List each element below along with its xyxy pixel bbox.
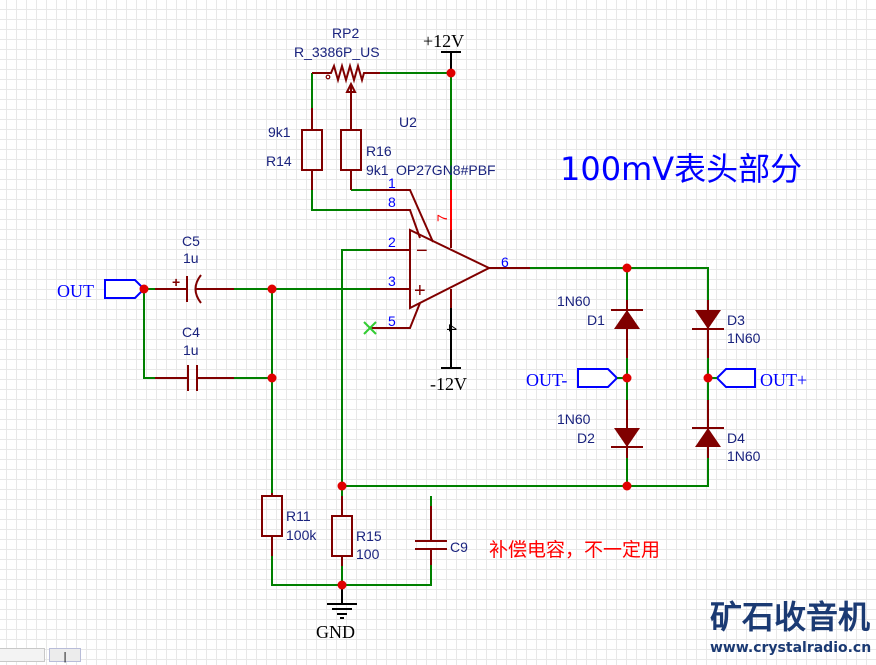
diode-d3[interactable]: D3 1N60 — [692, 300, 761, 358]
capacitor-c4[interactable]: C4 1u — [155, 324, 234, 391]
junction-c5 — [267, 284, 277, 294]
junction-out-minus — [622, 373, 632, 383]
pin-1: 1 — [388, 175, 396, 191]
pin-4: 4 — [444, 324, 460, 332]
pin-2: 2 — [388, 234, 396, 250]
power-negative[interactable]: -12V — [430, 367, 467, 394]
opamp-u2[interactable]: U2 OP27GN8#PBF − + 1 8 2 3 5 6 7 4 — [363, 114, 530, 368]
no-connect-icon — [363, 321, 377, 335]
pin-5: 5 — [388, 313, 396, 329]
port-out[interactable]: OUT — [57, 279, 146, 301]
pin-6: 6 — [501, 254, 509, 270]
c5-value: 1u — [183, 250, 199, 266]
diode-d1[interactable]: 1N60 D1 — [557, 293, 643, 358]
r14-ref: R14 — [266, 153, 292, 169]
c9-ref: C9 — [450, 539, 468, 555]
junction-out — [139, 284, 149, 294]
resistor-r16[interactable]: R16 9k1 — [340, 108, 392, 190]
wire-gnd-bus[interactable] — [271, 556, 432, 586]
section-title: 100mV表头部分 — [560, 150, 802, 188]
capacitor-c5[interactable]: + C5 1u — [155, 233, 234, 304]
noninverting-sign: + — [414, 280, 426, 302]
wire-r14-pin8[interactable] — [311, 190, 370, 211]
pin-3: 3 — [388, 273, 396, 289]
r15-ref: R15 — [356, 528, 382, 544]
c4-value: 1u — [183, 342, 199, 358]
d1-value: 1N60 — [557, 293, 591, 309]
junction-bridge-bottom — [622, 481, 632, 491]
pin-8: 8 — [388, 194, 396, 210]
sheet-tab[interactable] — [0, 648, 45, 662]
power-positive[interactable]: +12V — [423, 31, 464, 73]
port-out-minus[interactable]: OUT- — [526, 368, 627, 390]
u2-ref: U2 — [399, 114, 417, 130]
junction-out-plus — [703, 373, 713, 383]
potentiometer-rp2[interactable]: RP2 R_3386P_US — [294, 25, 380, 108]
inverting-sign: − — [416, 240, 428, 262]
d3-value: 1N60 — [727, 330, 761, 346]
resistor-r11[interactable]: R11 100k — [261, 493, 317, 556]
diode-d2[interactable]: 1N60 D2 — [557, 400, 643, 458]
pin-7: 7 — [434, 214, 450, 222]
u2-part: OP27GN8#PBF — [396, 162, 496, 178]
port-out-plus-label: OUT+ — [760, 370, 807, 390]
d3-ref: D3 — [727, 312, 745, 328]
vee-label: -12V — [430, 374, 467, 394]
compensation-note: 补偿电容，不一定用 — [489, 539, 660, 561]
add-sheet-button[interactable]: | — [49, 648, 81, 663]
vcc-label: +12V — [423, 31, 464, 51]
port-out-plus[interactable]: OUT+ — [708, 368, 807, 390]
wire-pin6-bridge[interactable] — [530, 267, 709, 300]
logo-text: 矿石收音机 — [710, 598, 870, 636]
junction-bridge-top — [622, 263, 632, 273]
c5-polarity: + — [172, 274, 180, 290]
rp2-value: R_3386P_US — [294, 44, 380, 60]
r16-ref: R16 — [366, 143, 392, 159]
c5-ref: C5 — [182, 233, 200, 249]
junction-c4 — [267, 373, 277, 383]
r11-ref: R11 — [286, 508, 311, 524]
junction-vcc — [446, 68, 456, 78]
logo-url: www.crystalradio.cn — [710, 640, 871, 656]
d4-ref: D4 — [727, 430, 745, 446]
d2-value: 1N60 — [557, 411, 591, 427]
junctions — [139, 68, 713, 590]
d2-ref: D2 — [577, 430, 595, 446]
d4-value: 1N60 — [727, 448, 761, 464]
gnd-label: GND — [316, 622, 355, 642]
capacitor-c9[interactable]: C9 — [415, 506, 468, 565]
c4-ref: C4 — [182, 324, 200, 340]
r14-value: 9k1 — [268, 124, 291, 140]
r11-value: 100k — [286, 527, 317, 543]
d1-ref: D1 — [587, 312, 605, 328]
port-out-label: OUT — [57, 281, 94, 301]
r15-value: 100 — [356, 546, 380, 562]
wire-pin2-feedback[interactable] — [341, 249, 370, 486]
junction-gnd — [337, 580, 347, 590]
r16-value: 9k1 — [366, 162, 389, 178]
rp2-ref: RP2 — [332, 25, 359, 41]
wire-out-c4[interactable] — [143, 289, 155, 379]
junction-feedback — [337, 481, 347, 491]
resistor-r15[interactable]: R15 100 — [331, 496, 382, 566]
resistor-r14[interactable]: 9k1 R14 — [266, 108, 323, 190]
diode-d4[interactable]: D4 1N60 — [692, 400, 761, 464]
wire-bridge-bottom[interactable] — [342, 458, 709, 487]
port-out-minus-label: OUT- — [526, 370, 567, 390]
ground-symbol[interactable]: GND — [316, 585, 357, 642]
